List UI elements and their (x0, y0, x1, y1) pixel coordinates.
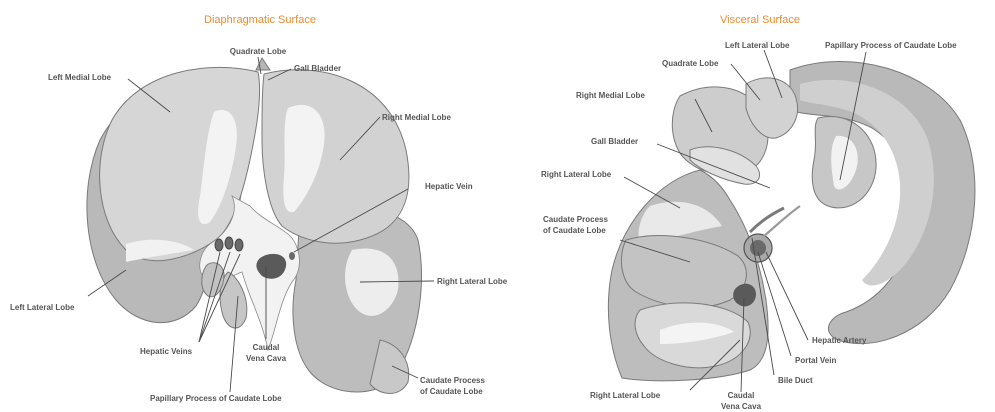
v-label-caudate-process-line2: of Caudate Lobe (543, 226, 606, 235)
d-label-left-lateral-lobe: Left Lateral Lobe (10, 303, 75, 312)
d-right-medial-lobe-shape (262, 70, 409, 243)
visceral-liver-illustration (608, 61, 975, 380)
v-label-right-lateral-lobe-top: Right Lateral Lobe (541, 170, 612, 179)
d-label-hepatic-veins: Hepatic Veins (140, 347, 193, 356)
v-label-papillary-process: Papillary Process of Caudate Lobe (825, 41, 957, 50)
d-papillary-process-shape (220, 272, 247, 328)
d-label-left-medial-lobe: Left Medial Lobe (48, 73, 112, 82)
v-bile-duct-tube (750, 208, 784, 232)
v-label-portal-vein: Portal Vein (795, 356, 836, 365)
v-label-caudal-vena-cava-line2: Vena Cava (721, 402, 762, 411)
v-label-bile-duct: Bile Duct (778, 376, 813, 385)
d-label-gall-bladder: Gall Bladder (294, 64, 341, 73)
d-hepatic-vein-hole (289, 252, 295, 260)
v-label-left-lateral-lobe: Left Lateral Lobe (725, 41, 790, 50)
v-label-caudal-vena-cava-line1: Caudal (728, 391, 755, 400)
d-label-papillary-process: Papillary Process of Caudate Lobe (150, 394, 282, 403)
v-label-hepatic-artery: Hepatic Artery (812, 336, 867, 345)
d-label-right-lateral-lobe: Right Lateral Lobe (437, 277, 508, 286)
v-label-right-medial-lobe: Right Medial Lobe (576, 91, 645, 100)
d-hepatic-vein-ring-2 (225, 237, 233, 249)
diaphragmatic-surface-title: Diaphragmatic Surface (204, 14, 316, 26)
d-label-right-medial-lobe: Right Medial Lobe (382, 113, 451, 122)
d-hepatic-vein-ring-3 (235, 239, 243, 251)
v-label-right-lateral-lobe-bottom: Right Lateral Lobe (590, 391, 661, 400)
d-label-quadrate-lobe: Quadrate Lobe (230, 47, 287, 56)
d-label-caudate-process-line1: Caudate Process (420, 376, 485, 385)
v-label-caudate-process-line1: Caudate Process (543, 215, 608, 224)
d-label-caudal-vena-cava-line1: Caudal (253, 343, 280, 352)
v-label-quadrate-lobe: Quadrate Lobe (662, 59, 719, 68)
d-hepatic-vein-ring-1 (215, 239, 223, 251)
d-label-caudate-process-line2: of Caudate Lobe (420, 387, 483, 396)
d-label-caudal-vena-cava-line2: Vena Cava (246, 354, 287, 363)
visceral-surface-title: Visceral Surface (720, 14, 800, 26)
d-label-hepatic-vein: Hepatic Vein (425, 182, 473, 191)
v-label-gall-bladder: Gall Bladder (591, 137, 638, 146)
